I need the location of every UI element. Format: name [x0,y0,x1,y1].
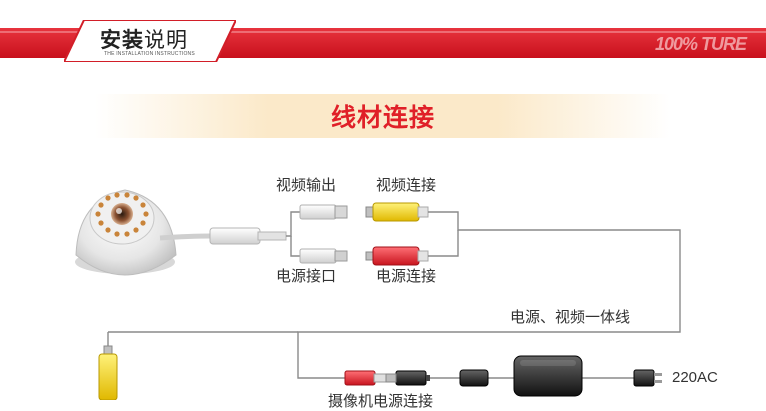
ac-plug-icon [633,369,662,387]
camera-power-dc-pair [344,370,430,386]
label-combo-cable: 电源、视频一体线 [510,308,631,326]
section-title-background [95,94,670,138]
camera-cable [159,227,287,245]
dome-camera-icon [75,189,177,276]
header-subtitle: THE INSTALLATION INSTRUCTIONS [104,51,195,57]
wiring-diagram [75,189,681,400]
label-power-connect: 电源连接 [376,267,437,285]
header-title-bold: 安装 [100,28,144,52]
inline-ferrite [459,369,489,387]
header-title-rest: 说明 [144,28,188,52]
camera-video-output-connector [299,204,348,220]
header-tab-shape [64,20,236,62]
video-connect-rca-plug [365,202,429,222]
section-title: 线材连接 [330,103,435,132]
combo-cable-wires [107,211,681,379]
label-power-port: 电源接口 [276,267,337,285]
splitter-wires [286,211,300,257]
power-adapter-icon [513,355,583,397]
label-video-connect: 视频连接 [376,176,437,194]
label-ac-power: 220AC [672,369,718,386]
label-camera-power-connect: 摄像机电源连接 [328,392,434,410]
power-connect-dc-plug [365,246,429,266]
header-watermark: 100% TURE [654,34,747,54]
header-title: 安装说明 [100,24,188,54]
header-banner-stripe [0,31,766,33]
camera-power-port-connector [299,248,348,264]
monitor-video-rca-plug [98,345,118,400]
label-video-output: 视频输出 [276,176,337,194]
